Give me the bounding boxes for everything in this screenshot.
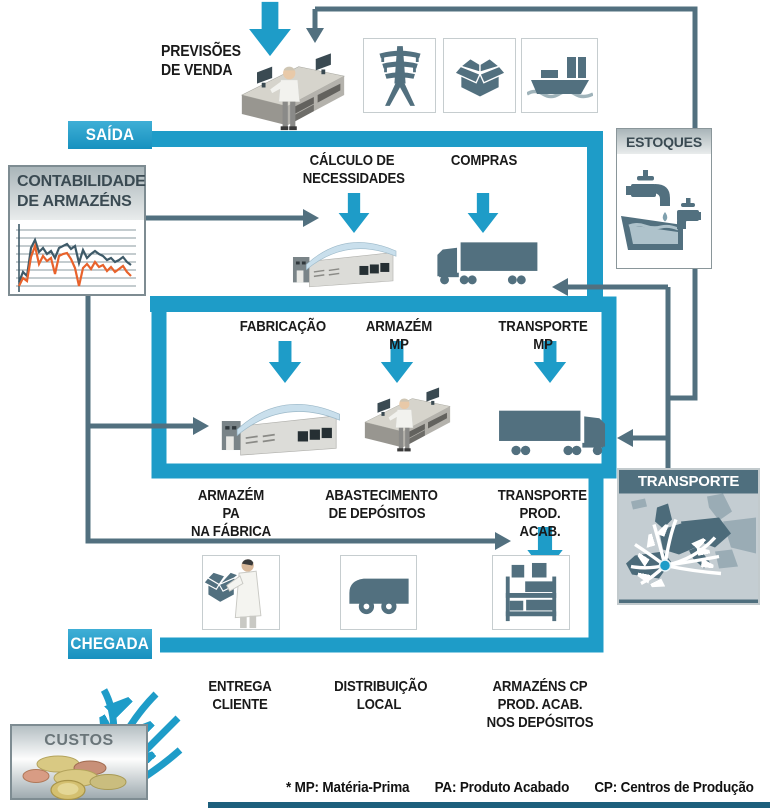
energy-source-box [363,38,436,113]
delivery-truck-icon [348,578,409,614]
armazem-mp-desk-illustration [364,387,451,452]
saida-badge: SAÍDA [68,121,152,149]
custos-title: CUSTOS [44,732,114,749]
label-previsoes: PREVISÕES DE VENDA [161,43,241,79]
label-fabricacao: FABRICAÇÃO [239,318,326,335]
transporte-panel: TRANSPORTE [617,468,760,605]
arrowhead-to-compras [552,278,568,296]
worker-packing-box-icon [204,558,262,628]
distribuicao-local-box [340,555,417,630]
euro-coins-icon [22,755,127,800]
calc-necessidades-warehouse-illustration [292,242,397,288]
label-calculo: CÁLCULO DE NECESSIDADES [302,152,405,187]
contabilidade-panel: CONTABILIDADE DE ARMAZÉNS [8,165,146,296]
label-abastecimento: ABASTECIMENTO DE DEPÓSITOS [325,487,438,522]
storage-rack-icon [505,562,557,621]
arrowhead-to-previsoes [306,28,324,43]
label-entrega: ENTREGA CLIENTE [208,678,272,713]
footnote-cp: CP: Centros de Produção [594,779,754,796]
label-transporte-mp: TRANSPORTE MP [498,318,588,353]
chegada-badge: CHEGADA [68,629,152,659]
estoques-title: ESTOQUES [617,129,711,154]
arrowhead-to-transporte-mp [617,429,633,447]
saida-badge-label: SAÍDA [85,125,135,144]
shipping-carton-icon [453,57,506,98]
footnote-pa: PA: Produto Acabado [434,779,570,796]
label-armazem-mp: ARMAZÉM MP [365,318,433,353]
label-armazens-cp: ARMAZÉNS CP PROD. ACAB. NOS DEPÓSITOS [486,678,594,731]
entrega-cliente-box [202,555,280,630]
chegada-badge-label: CHEGADA [70,634,150,653]
arrowhead-to-fabricacao [193,417,209,435]
label-distribuicao: DISTRIBUIÇÃO LOCAL [334,678,428,713]
label-armazem-pa: ARMAZÉM PA NA FÁBRICA [191,487,271,540]
estoques-panel: ESTOQUES [616,128,712,269]
down-arrow-armazem-mp [380,341,414,383]
import-shipping-box [521,38,598,113]
inventory-chart [16,224,136,292]
down-arrow-fabricacao [268,341,302,383]
down-arrow-compras [467,193,499,233]
down-arrow-transporte-mp [533,341,567,383]
electricity-pylon-icon [378,45,421,106]
transporte-mp-truck-icon [499,410,606,456]
europe-distribution-map [619,493,758,600]
footnote-mp: * MP: Matéria-Prima [286,779,410,796]
down-arrow-previsoes [249,1,291,57]
bottom-rule [208,802,770,808]
sales-forecast-desk-illustration [241,53,345,131]
arrowhead-to-calculo [303,209,319,227]
down-arrow-calculo [338,193,370,233]
fabricacao-factory-illustration [221,404,340,456]
label-transporte-pa: TRANSPORTE PROD. ACAB. [497,487,587,540]
armazens-cp-box [492,555,570,630]
transporte-title: TRANSPORTE [637,473,740,490]
label-compras: COMPRAS [450,152,518,169]
cargo-ship-icon [526,56,593,98]
dripping-faucets-basin-icon [621,170,701,250]
materials-box [443,38,516,113]
arrowhead-to-transporte-pa [495,532,511,550]
compras-truck-icon [437,242,538,285]
footnote: * MP: Matéria-Prima PA: Produto Acabado … [286,779,754,796]
custos-panel: CUSTOS [10,724,148,800]
down-arrow-transporte-pa [527,527,563,573]
contabilidade-title: CONTABILIDADE DE ARMAZÉNS [10,167,146,220]
